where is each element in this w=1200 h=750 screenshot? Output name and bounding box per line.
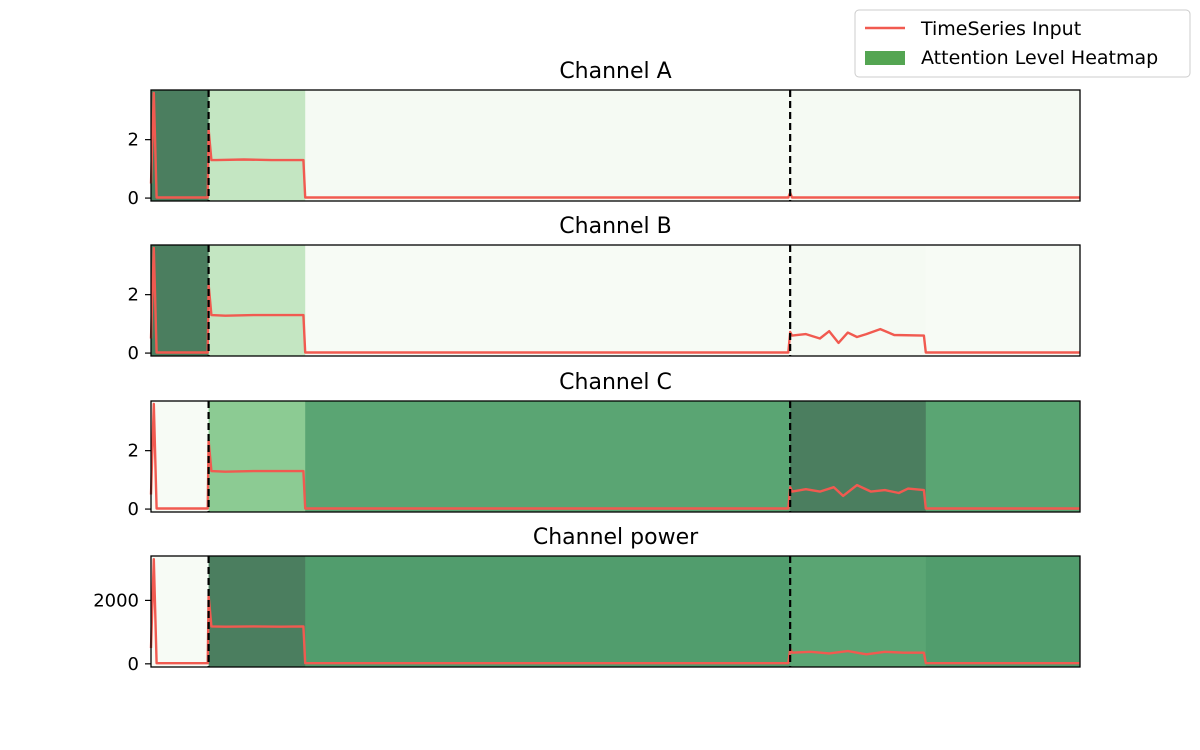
attention-segment — [925, 556, 1081, 667]
panel-4: 0 2000 Channel power — [93, 525, 1081, 675]
legend-label-timeseries: TimeSeries Input — [920, 18, 1081, 40]
y-tick-label: 0 — [128, 188, 139, 209]
attention-segment — [925, 245, 1081, 356]
panel-3: 0 2 Channel C — [128, 370, 1081, 520]
timeseries-line — [149, 402, 1080, 510]
attention-segment — [151, 556, 157, 667]
panel-title: Channel B — [559, 214, 671, 239]
panel-2: 0 2 Channel B — [128, 214, 1081, 364]
panel-1: 0 2 Channel A — [128, 59, 1081, 209]
legend-frame — [854, 9, 1191, 78]
attention-segment — [208, 556, 306, 667]
timeseries-line — [149, 558, 1080, 665]
panel-title: Channel C — [559, 370, 672, 395]
attention-segment — [305, 90, 791, 201]
legend-patch-swatch — [865, 51, 905, 65]
panel-frame — [150, 244, 1081, 357]
legend: TimeSeries Input Attention Level Heatmap — [854, 9, 1191, 78]
attention-segment — [208, 401, 306, 512]
attention-segment — [151, 245, 157, 356]
y-tick-label: 0 — [128, 499, 139, 520]
attention-segment — [208, 245, 306, 356]
timeseries-line — [149, 246, 1080, 354]
attention-segment — [305, 401, 791, 512]
attention-segment — [790, 401, 927, 512]
y-tick-label: 0 — [128, 654, 139, 675]
attention-segment — [155, 90, 210, 201]
panel-frame — [150, 89, 1081, 202]
y-tick-label: 2 — [128, 441, 139, 462]
panel-title: Channel power — [533, 525, 699, 550]
attention-segment — [790, 556, 927, 667]
attention-segment — [925, 401, 1081, 512]
y-tick-label: 2 — [128, 130, 139, 151]
panel-frame — [150, 400, 1081, 513]
attention-segment — [305, 556, 791, 667]
y-tick-label: 2 — [128, 285, 139, 306]
attention-segment — [155, 245, 210, 356]
legend-label-attention: Attention Level Heatmap — [921, 47, 1158, 69]
attention-segment — [925, 90, 1081, 201]
y-tick-label: 0 — [128, 343, 139, 364]
y-tick-label: 2000 — [93, 590, 139, 611]
attention-segment — [790, 245, 927, 356]
attention-segment — [151, 401, 157, 512]
attention-segment — [151, 90, 157, 201]
attention-segment — [155, 556, 210, 667]
attention-segment — [155, 401, 210, 512]
attention-segment — [790, 90, 927, 201]
panel-frame — [150, 555, 1081, 668]
attention-segment — [305, 245, 791, 356]
attention-segment — [208, 90, 306, 201]
panel-title: Channel A — [559, 59, 671, 84]
